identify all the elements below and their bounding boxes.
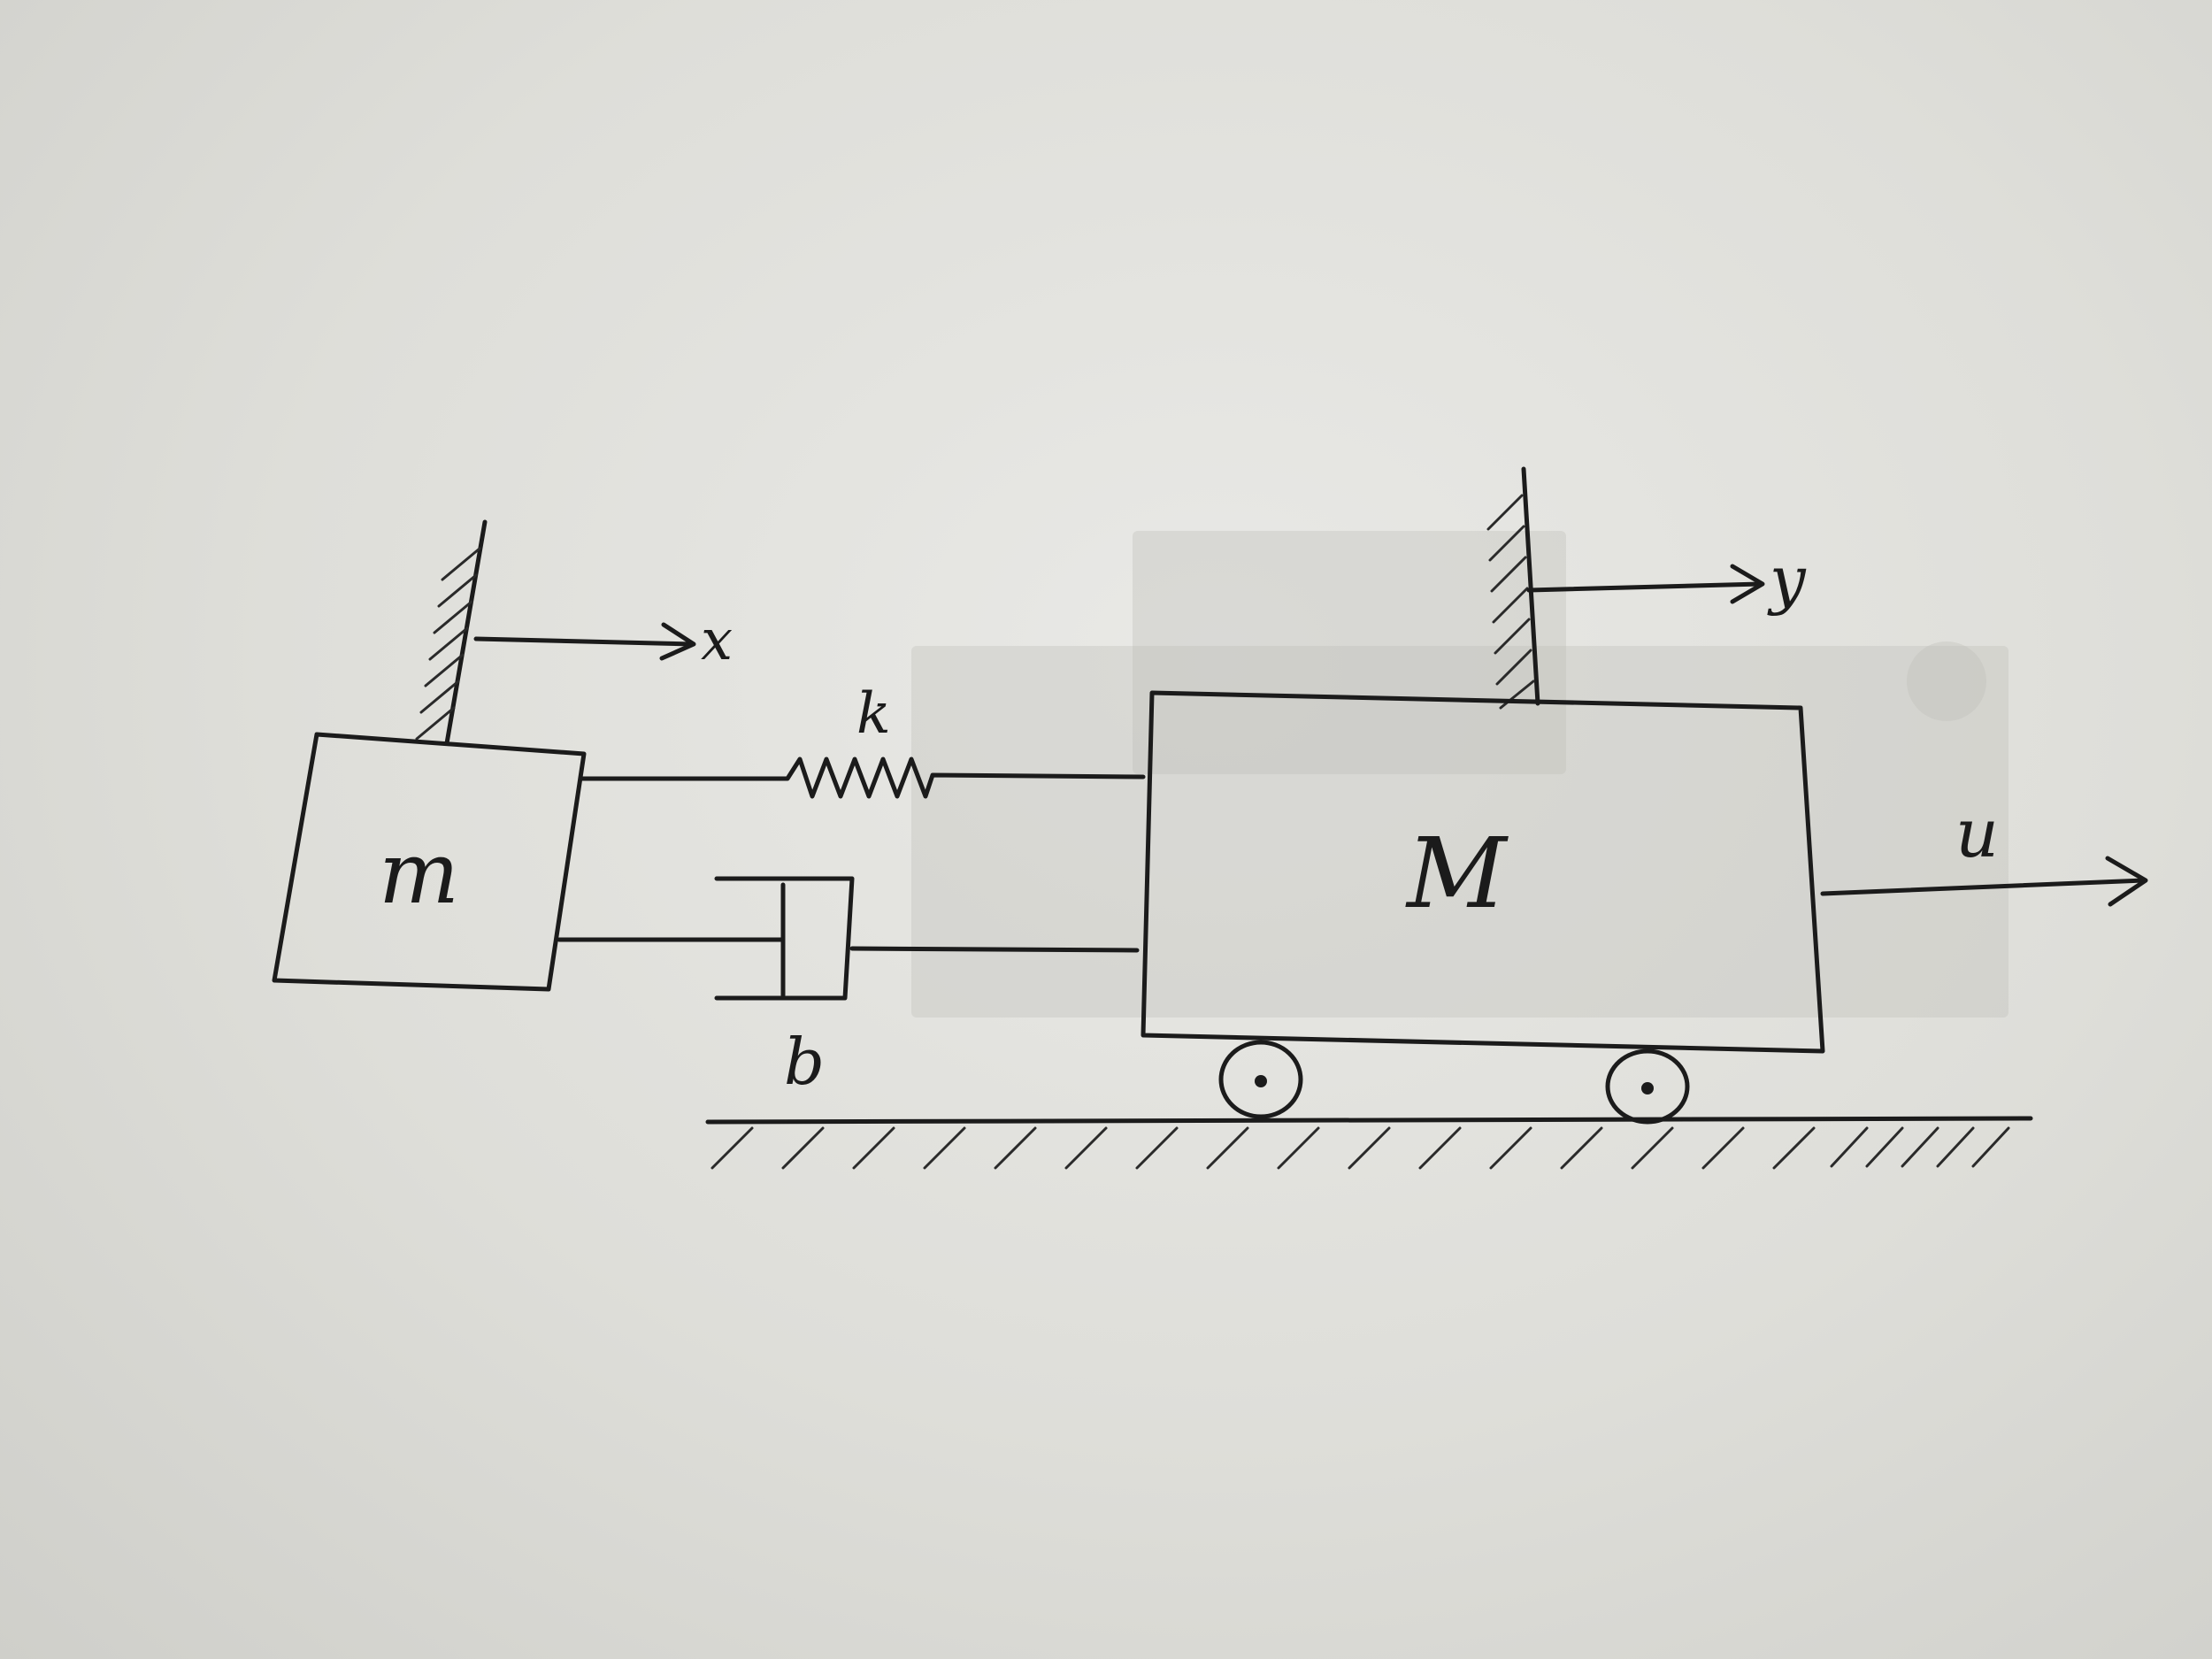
mass-m-label: m — [379, 824, 459, 923]
cart-wheel-left — [1218, 1040, 1303, 1119]
input-force-arrow — [1820, 856, 2148, 907]
spring-k-label: k — [856, 681, 891, 747]
paper-bleed-through — [911, 531, 2008, 1018]
cart-wheel-right — [1605, 1048, 1690, 1125]
ground — [705, 1116, 2033, 1170]
x-displacement-arrow — [473, 622, 696, 661]
spring-k — [580, 757, 1146, 799]
damper-b-label: b — [784, 1025, 825, 1099]
y-label: y — [1767, 542, 1807, 617]
input-u-label: u — [1955, 794, 1999, 872]
wall-x-reference — [415, 519, 488, 746]
wall-y-reference — [1486, 466, 1540, 710]
x-label: x — [701, 608, 733, 673]
damper-b — [557, 876, 1140, 1001]
mass-M-cart — [1141, 690, 1825, 1054]
mass-m-block — [272, 732, 587, 992]
mass-M-label: M — [1405, 817, 1509, 930]
y-displacement-arrow — [1526, 564, 1765, 604]
